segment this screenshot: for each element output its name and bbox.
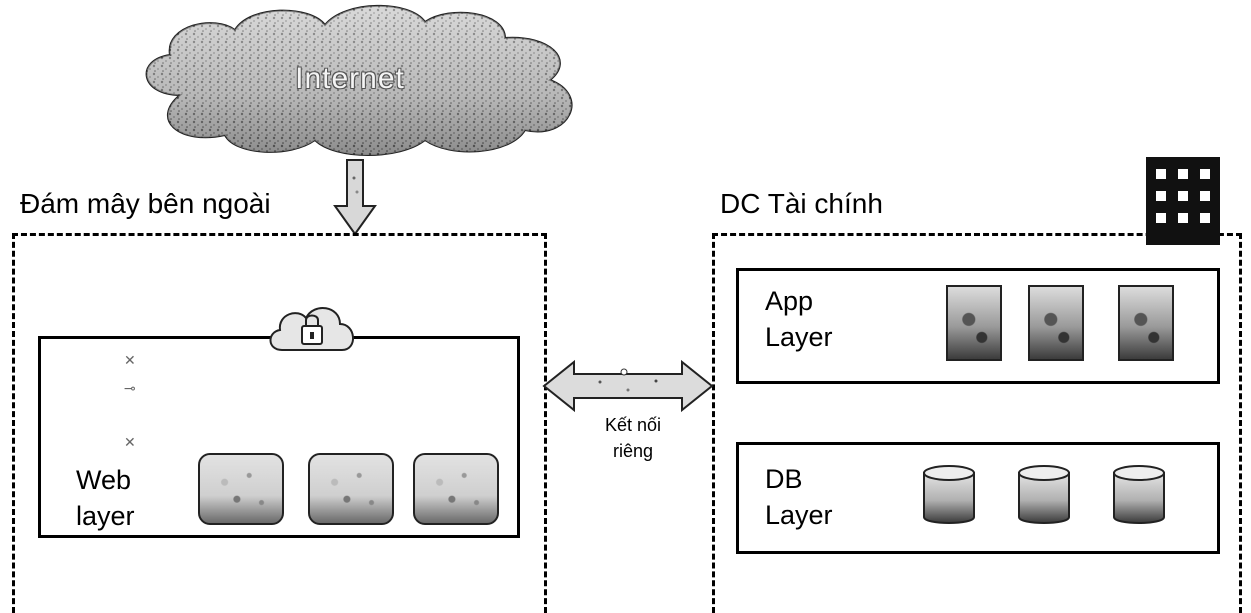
web-server-icon [308, 453, 394, 525]
internet-label: Internet [295, 62, 405, 95]
dc-region [712, 233, 1242, 613]
db-layer-label-line2: Layer [765, 500, 833, 530]
web-layer-label-line1: Web [76, 465, 132, 495]
private-connection-line1: Kết nối [604, 415, 662, 435]
app-layer-label-line1: App [765, 286, 814, 316]
web-server-icon [413, 453, 499, 525]
application-icon [946, 285, 1002, 361]
database-icon [923, 465, 975, 524]
database-icon [1113, 465, 1165, 524]
db-layer-label: DB Layer [765, 461, 833, 533]
decorative-mark: ✕ [124, 434, 136, 450]
external-cloud-title: Đám mây bên ngoài [20, 188, 271, 219]
private-connection-line2: riêng [612, 441, 654, 461]
external-cloud-region [12, 233, 547, 613]
database-icon [1018, 465, 1070, 524]
dc-title: DC Tài chính [720, 188, 883, 219]
double-arrow-icon [542, 359, 714, 413]
lock-cloud-icon [269, 307, 354, 351]
web-server-icon [198, 453, 284, 525]
internet-cloud-icon [145, 4, 573, 156]
web-layer-label: Web layer [76, 462, 135, 534]
db-layer-label-line1: DB [765, 464, 803, 494]
app-layer-label-line2: Layer [765, 322, 833, 352]
application-icon [1118, 285, 1174, 361]
down-arrow-icon [333, 159, 377, 236]
building-icon [1146, 157, 1220, 245]
decorative-mark: ⊸ [124, 380, 136, 396]
web-layer-label-line2: layer [76, 501, 135, 531]
private-connection-label: Kết nối riêng [578, 412, 688, 464]
decorative-mark: ✕ [124, 352, 136, 368]
application-icon [1028, 285, 1084, 361]
app-layer-label: App Layer [765, 283, 833, 355]
